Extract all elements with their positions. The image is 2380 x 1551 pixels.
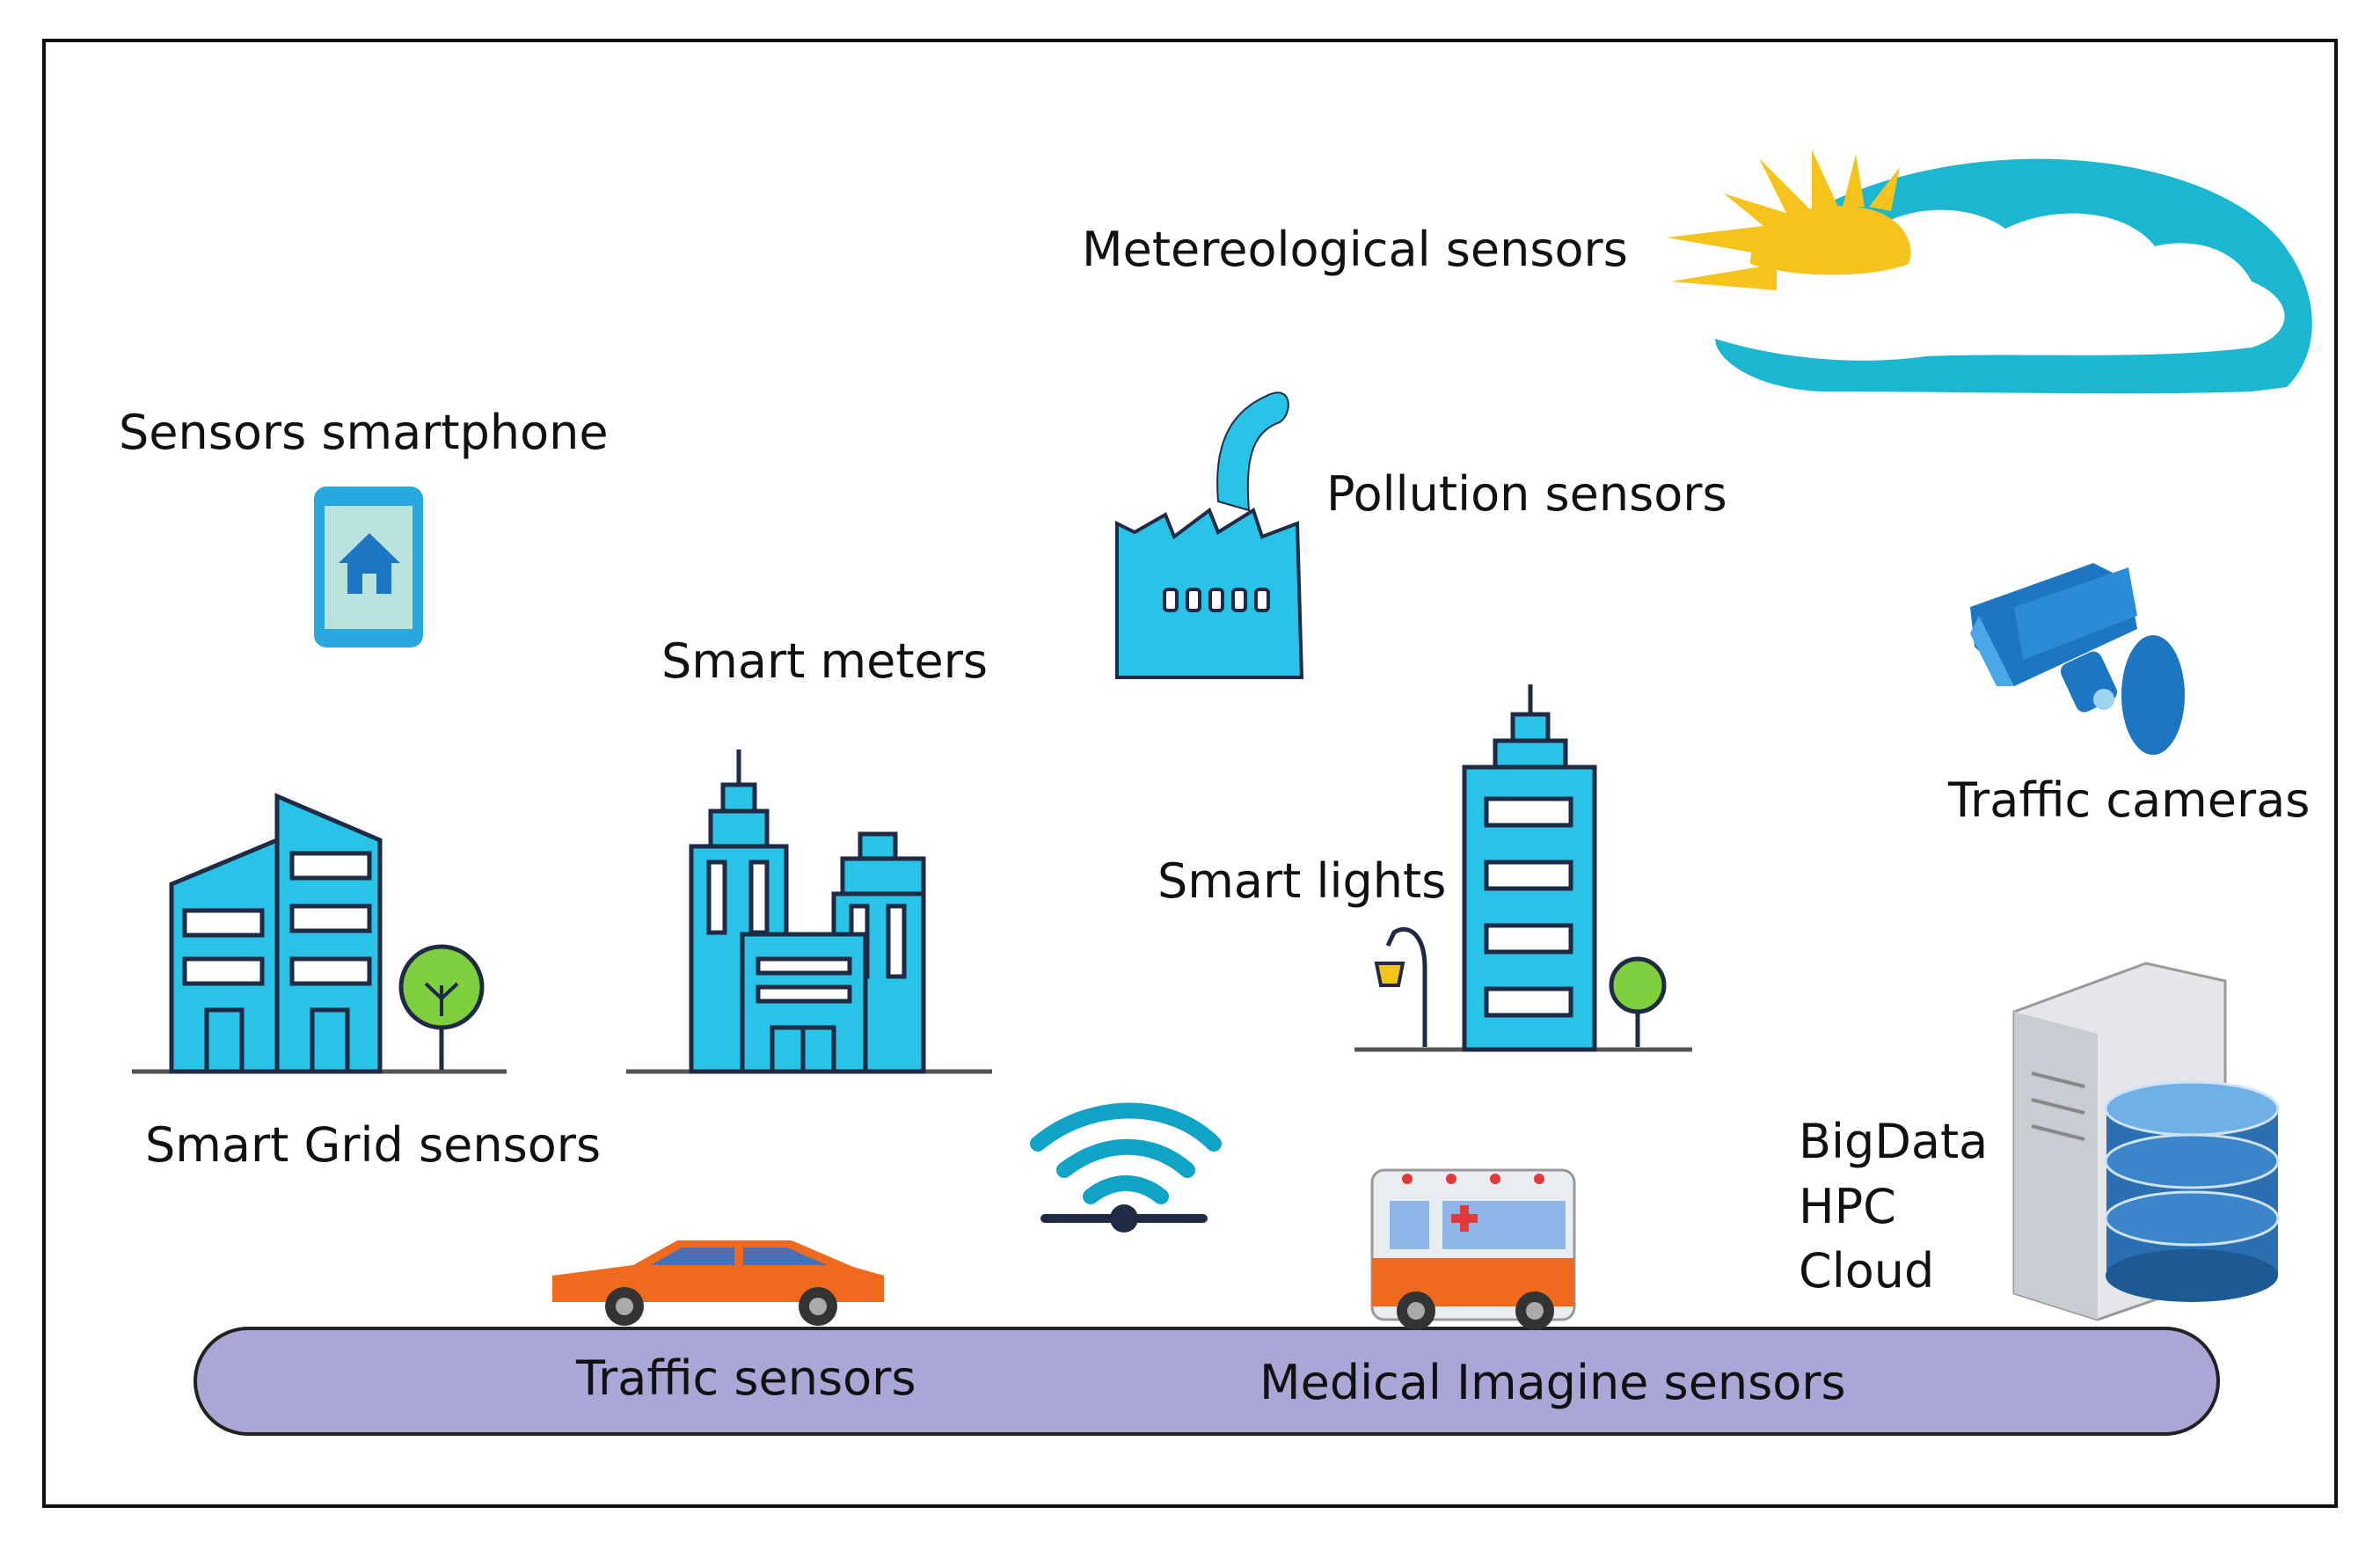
smart-grid-label: Smart Grid sensors: [145, 1117, 601, 1173]
cloud-label: Cloud: [1799, 1243, 1934, 1299]
road: [193, 1327, 2220, 1436]
car-icon: [552, 1240, 884, 1326]
server-database-icon: [2012, 962, 2280, 1321]
smartphone-label: Sensors smartphone: [119, 405, 609, 460]
street-lamp-icon: [1374, 926, 1427, 1047]
tree-icon: [1609, 956, 1667, 1047]
ambulance-icon: [1370, 1168, 1576, 1330]
tree-icon: [398, 944, 485, 1070]
smart-meters-label: Smart meters: [661, 633, 988, 689]
traffic-cameras-label: Traffic cameras: [1947, 772, 2310, 828]
smart-lights-label: Smart lights: [1157, 853, 1446, 909]
traffic-sensors-label: Traffic sensors: [575, 1350, 916, 1406]
bigdata-label: BigData: [1799, 1114, 1988, 1169]
wifi-icon: [1030, 1102, 1222, 1233]
building-icon: [626, 750, 992, 1074]
tower-building-icon: [1354, 684, 1692, 1052]
sun-cloud-icon: [1667, 150, 2312, 394]
pollution-label: Pollution sensors: [1326, 466, 1727, 522]
cctv-camera-icon: [1970, 563, 2185, 755]
diagram-frame: [42, 39, 2338, 1508]
office-building-icon: [132, 793, 507, 1074]
hpc-label: HPC: [1799, 1179, 1896, 1234]
medical-label: Medical Imagine sensors: [1259, 1355, 1846, 1410]
smartphone-icon: [314, 487, 423, 647]
factory-icon: [1115, 391, 1304, 679]
meteorological-label: Metereological sensors: [1082, 222, 1628, 277]
